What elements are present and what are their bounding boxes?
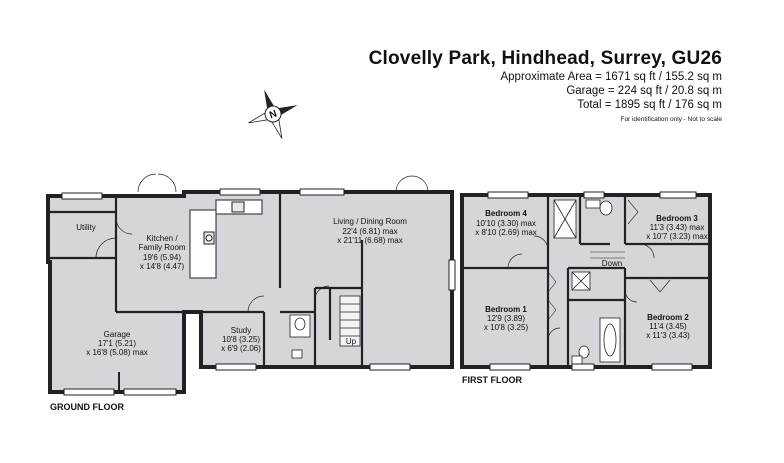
ground-floor-label: GROUND FLOOR (50, 402, 124, 412)
kitchen-dim-2: x 14'8 (4.47) (140, 262, 185, 271)
compass-icon: N (248, 89, 298, 139)
bedroom4-dim-1: 10'10 (3.30) max (476, 219, 536, 228)
garage-dim-1: 17'1 (5.21) (98, 339, 136, 348)
garage-area: Garage = 224 sq ft / 20.8 sq m (566, 85, 722, 97)
total-area: Total = 1895 sq ft / 176 sq m (577, 99, 722, 111)
living-dim-1: 22'4 (6.81) max (342, 227, 397, 236)
compass-letter: N (268, 109, 279, 122)
study-dim-1: 10'8 (3.25) (222, 335, 260, 344)
bedroom1-label: Bedroom 1 (485, 305, 527, 314)
bedroom3-label: Bedroom 3 (656, 214, 698, 223)
bedroom1-dim-1: 12'9 (3.89) (487, 314, 525, 323)
garage-dim-2: x 16'8 (5.08) max (86, 348, 148, 357)
kitchen-dim-1: 19'6 (5.94) (143, 253, 181, 262)
living-dim-2: x 21'11 (6.68) max (337, 236, 402, 245)
bedroom1-dim-2: x 10'8 (3.25) (484, 323, 529, 332)
utility-label: Utility (76, 223, 96, 232)
first-floor-label: FIRST FLOOR (462, 375, 522, 385)
kitchen-label-1: Kitchen / (146, 234, 178, 243)
bedroom2-label: Bedroom 2 (647, 313, 689, 322)
bedroom4-label: Bedroom 4 (485, 209, 527, 218)
stairs-up-label: Up (346, 337, 357, 346)
bedroom4-dim-2: x 8'10 (2.69) max (475, 228, 537, 237)
study-label: Study (231, 326, 251, 335)
bedroom2-dim-1: 11'4 (3.45) (649, 322, 687, 331)
living-label: Living / Dining Room (333, 217, 407, 226)
header: Clovelly Park, Hindhead, Surrey, GU26 Ap… (369, 48, 722, 123)
property-title: Clovelly Park, Hindhead, Surrey, GU26 (368, 48, 722, 69)
bedroom3-dim-1: 11'3 (3.43) max (650, 223, 705, 232)
first-floor-plan: Bedroom 4 10'10 (3.30) max x 8'10 (2.69)… (460, 191, 712, 385)
bedroom3-dim-2: x 10'7 (3.23) max (646, 232, 708, 241)
approx-area: Approximate Area = 1671 sq ft / 155.2 sq… (500, 71, 722, 83)
disclaimer-note: For identification only - Not to scale (620, 116, 722, 123)
ground-floor-plan: Utility Kitchen / Family Room 19'6 (5.94… (46, 173, 456, 412)
study-dim-2: x 6'9 (2.06) (221, 344, 261, 353)
kitchen-label-2: Family Room (138, 243, 185, 252)
stairs-down-label: Down (602, 259, 622, 268)
bedroom2-dim-2: x 11'3 (3.43) (646, 331, 690, 340)
garage-label: Garage (104, 330, 131, 339)
